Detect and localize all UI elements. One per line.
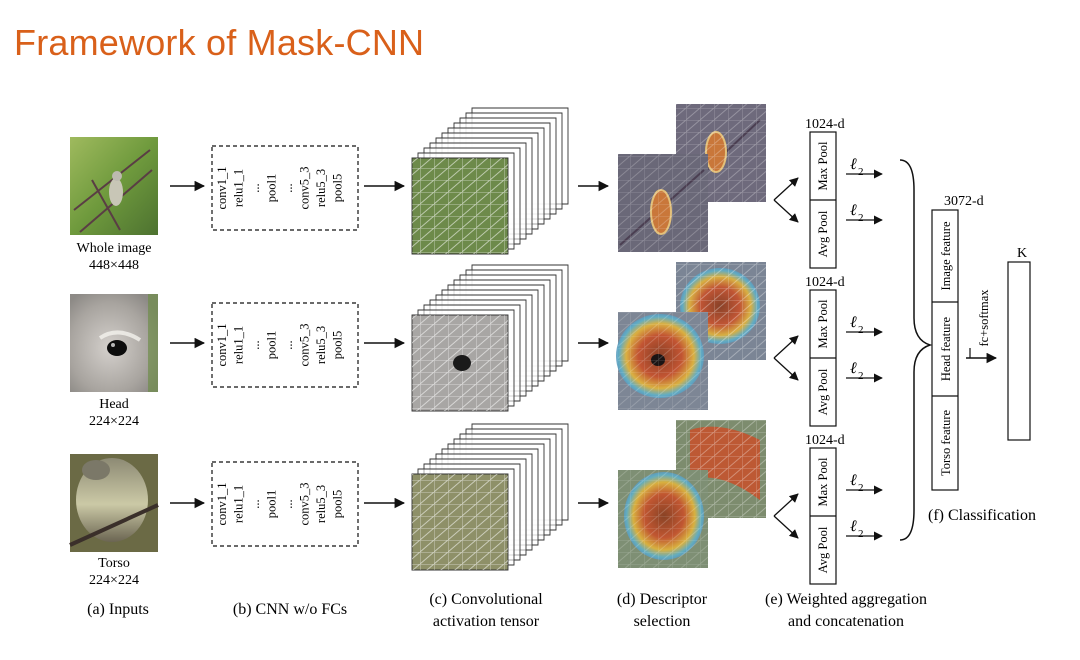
caption-classification: (f) Classification xyxy=(928,507,1036,524)
cnn-layer-label: pool5 xyxy=(331,490,345,518)
classes-k-label: K xyxy=(1017,246,1027,261)
input-image-torso xyxy=(69,454,159,552)
cnn-layer-label: pool1 xyxy=(265,174,279,202)
max-pool-label: Max Pool xyxy=(816,457,830,506)
caption-selection-2: selection xyxy=(634,613,691,630)
input-label-torso: Torso xyxy=(98,556,130,571)
caption-tensor-2: activation tensor xyxy=(433,613,540,630)
fork-arrow-down xyxy=(773,515,799,539)
cnn-layer-label: conv1_1 xyxy=(215,323,229,366)
max-pool-label: Max Pool xyxy=(816,141,830,190)
l2-norm-subscript: 2 xyxy=(858,324,864,336)
cnn-layer-label: pool1 xyxy=(265,490,279,518)
l2-norm-label: ℓ xyxy=(850,472,857,489)
input-label-whole: Whole image xyxy=(76,241,151,256)
fc-softmax-label: fc+softmax xyxy=(977,289,991,347)
pool-dim-label: 1024-d xyxy=(805,275,845,290)
cnn-layer-label: conv1_1 xyxy=(215,166,229,209)
fork-arrow-up xyxy=(773,335,799,359)
cnn-layer-label: relu1_1 xyxy=(232,169,246,207)
head-feature-label: Head feature xyxy=(939,316,953,381)
cnn-layer-label: pool5 xyxy=(331,331,345,359)
descriptor-selection-torso xyxy=(618,420,766,568)
descriptor-selection-head xyxy=(616,262,766,410)
input-image-head xyxy=(70,294,158,392)
avg-pool-label: Avg Pool xyxy=(816,526,830,573)
page-title: Framework of Mask-CNN xyxy=(14,22,425,63)
pool-dim-label: 1024-d xyxy=(805,433,845,448)
input-size-whole: 448×448 xyxy=(89,258,139,273)
input-size-head: 224×224 xyxy=(89,414,139,429)
activation-tensor-whole xyxy=(411,107,569,255)
caption-cnn: (b) CNN w/o FCs xyxy=(233,601,347,618)
caption-tensor-1: (c) Convolutional xyxy=(429,591,543,608)
l2-norm-subscript: 2 xyxy=(858,212,864,224)
cnn-layer-label: ... xyxy=(248,183,262,192)
tensor-grid xyxy=(412,474,508,570)
concatenated-feature xyxy=(931,209,959,491)
avg-pool-label: Avg Pool xyxy=(816,368,830,415)
tensor-grid xyxy=(412,158,508,254)
caption-aggregation-2: and concatenation xyxy=(788,613,904,630)
l2-norm-label: ℓ xyxy=(850,314,857,331)
input-size-torso: 224×224 xyxy=(89,573,139,588)
descriptor-selection-whole xyxy=(618,104,766,252)
pool-dim-label: 1024-d xyxy=(805,117,845,132)
cnn-layer-label: relu5_3 xyxy=(314,169,328,207)
l2-norm-subscript: 2 xyxy=(858,528,864,540)
avg-pool-label: Avg Pool xyxy=(816,210,830,257)
image-feature-label: Image feature xyxy=(939,221,953,291)
fork-arrow-down xyxy=(773,199,799,223)
activation-tensor-torso xyxy=(411,423,569,571)
cnn-layer-label: conv5_3 xyxy=(298,323,312,366)
concat-dim-label: 3072-d xyxy=(944,194,984,209)
l2-norm-subscript: 2 xyxy=(858,370,864,382)
l2-norm-label: ℓ xyxy=(850,518,857,535)
l2-norm-label: ℓ xyxy=(850,202,857,219)
classifier-output-vector xyxy=(1007,261,1031,441)
cnn-layer-label: conv1_1 xyxy=(215,482,229,525)
fork-arrow-up xyxy=(773,493,799,517)
cnn-layer-label: ... xyxy=(281,499,295,508)
concatenation-brace xyxy=(899,159,933,541)
torso-feature-label: Torso feature xyxy=(939,409,953,476)
cnn-layer-label: relu1_1 xyxy=(232,326,246,364)
cnn-layer-label: ... xyxy=(281,340,295,349)
cnn-layer-label: ... xyxy=(281,183,295,192)
max-pool-label: Max Pool xyxy=(816,299,830,348)
fork-arrow-down xyxy=(773,357,799,381)
cnn-layer-label: pool1 xyxy=(265,331,279,359)
cnn-layer-label: ... xyxy=(248,499,262,508)
caption-selection-1: (d) Descriptor xyxy=(617,591,708,608)
input-label-head: Head xyxy=(99,397,129,412)
cnn-layer-label: conv5_3 xyxy=(298,482,312,525)
l2-norm-subscript: 2 xyxy=(858,482,864,494)
input-image-whole xyxy=(70,137,158,235)
cnn-layer-label: ... xyxy=(248,340,262,349)
l2-norm-label: ℓ xyxy=(850,360,857,377)
cnn-layer-label: conv5_3 xyxy=(298,166,312,209)
activation-tensor-head xyxy=(411,264,569,412)
cnn-layer-label: relu1_1 xyxy=(232,485,246,523)
l2-norm-subscript: 2 xyxy=(858,166,864,178)
fork-arrow-up xyxy=(773,177,799,201)
tensor-eye xyxy=(453,355,471,371)
l2-norm-label: ℓ xyxy=(850,156,857,173)
cnn-layer-label: pool5 xyxy=(331,174,345,202)
caption-inputs: (a) Inputs xyxy=(87,601,149,618)
caption-aggregation-1: (e) Weighted aggregation xyxy=(765,591,927,608)
cnn-layer-label: relu5_3 xyxy=(314,485,328,523)
cnn-layer-label: relu5_3 xyxy=(314,326,328,364)
